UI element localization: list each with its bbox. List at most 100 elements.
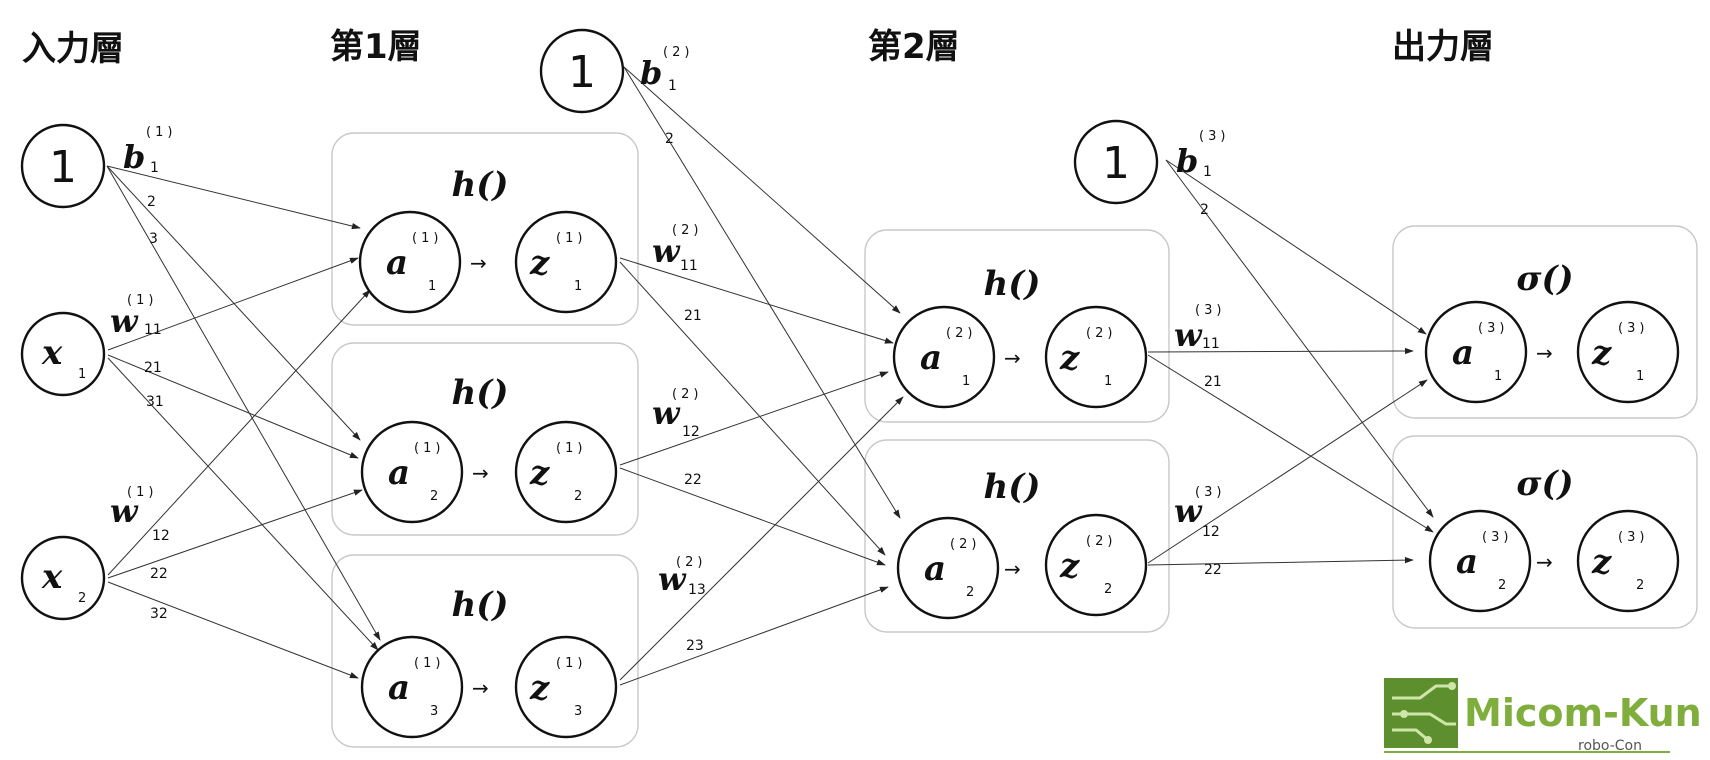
hidden2-inner-arrow-2: → — [1004, 557, 1021, 581]
weight-w2-13-superscript: (2) — [676, 555, 706, 570]
hidden2-a2-symbol: a — [924, 549, 946, 589]
bias-label-1-subscript: 1 — [150, 160, 159, 176]
edge-z1-a2 — [619, 261, 886, 556]
hidden1-z2-subscript: 2 — [574, 489, 582, 504]
weight-w2-13-symbol: w — [658, 560, 687, 598]
weight-w1-12-subscript: 12 — [152, 528, 170, 544]
edge-x2-a1 — [107, 289, 371, 576]
hidden1-inner-arrow-3: → — [472, 676, 489, 700]
output-a1-superscript: (3) — [1478, 321, 1508, 336]
weight-w2-11-symbol: w — [652, 232, 681, 270]
input-node-x1-circle — [20, 311, 106, 397]
hidden1-a3-subscript: 3 — [430, 704, 438, 719]
bias-label-2-subscript: 1 — [668, 78, 677, 94]
bias-label-3-subscript: 1 — [1203, 164, 1212, 180]
bias-node-3-label: 1 — [1102, 138, 1130, 189]
bias-label-2: b (2) 1 — [640, 45, 689, 94]
weight-w2-21-label: 21 — [684, 308, 702, 324]
hidden2-activation-2: h() — [984, 467, 1041, 507]
bias-node-layer2: 1 — [539, 28, 625, 114]
weight-label-w1-11: w (1) 11 — [110, 293, 162, 340]
edge-z21-o2 — [1147, 354, 1434, 533]
output-z1-symbol: z — [1591, 333, 1612, 373]
weight-label-w3-12: w (3) 12 — [1174, 485, 1225, 540]
weight-w3-11-subscript: 11 — [1202, 336, 1220, 352]
edge-z1-a1 — [619, 257, 894, 344]
edge-x1-a1 — [107, 257, 359, 351]
hidden1-z2-superscript: (1) — [556, 441, 586, 456]
weight-w3-22-label: 22 — [1204, 562, 1222, 578]
edges-layer3 — [1147, 159, 1434, 566]
weight-w3-12-superscript: (3) — [1195, 485, 1225, 500]
bias-node-2-circle — [539, 28, 625, 114]
hidden1-activation-1: h() — [452, 165, 509, 205]
bias-label-1: b (1) 1 — [123, 125, 176, 176]
edge-z2-a1 — [619, 371, 889, 466]
hidden2-a2-superscript: (2) — [950, 537, 980, 552]
output-a1-subscript: 1 — [1494, 369, 1502, 384]
edge-z22-o1 — [1147, 379, 1428, 564]
hidden1-z3-subscript: 3 — [574, 704, 582, 719]
input-x1-subscript: 1 — [78, 367, 86, 382]
input-x1-symbol: x — [41, 333, 63, 373]
output-inner-arrow-1: → — [1536, 341, 1553, 365]
hidden1-a2-subscript: 2 — [430, 489, 438, 504]
weight-w1-11-superscript: (1) — [127, 293, 157, 308]
bias2-edge-label-2: 2 — [665, 131, 674, 147]
bias-label-3-symbol: b — [1176, 142, 1198, 180]
weight-w3-11-symbol: w — [1174, 316, 1203, 354]
hidden1-z3-superscript: (1) — [556, 656, 586, 671]
hidden2-z2-circle — [1044, 513, 1148, 617]
weight-w1-21-label: 21 — [144, 360, 162, 376]
bias-node-layer1: 1 — [20, 123, 106, 209]
output-a2-subscript: 2 — [1498, 578, 1506, 593]
edge-x2-a3 — [107, 581, 359, 679]
edge-z3-a1 — [619, 396, 904, 681]
hidden1-z2-symbol: z — [529, 453, 550, 493]
bias-node-1-circle — [20, 123, 106, 209]
output-a1-circle — [1424, 300, 1528, 404]
weight-w1-31-label: 31 — [146, 394, 164, 410]
bias-label-2-symbol: b — [640, 54, 662, 92]
bias-label-3-superscript: (3) — [1199, 129, 1229, 144]
hidden1-activation-3: h() — [452, 585, 509, 625]
hidden2-activation-1: h() — [984, 264, 1041, 304]
hidden1-a3-superscript: (1) — [414, 656, 444, 671]
edge-z3-a2 — [619, 586, 889, 686]
output-z2-circle — [1576, 509, 1680, 613]
edge-z2-a2 — [619, 467, 886, 566]
weight-w2-23-label: 23 — [686, 638, 704, 654]
bias-label-1-superscript: (1) — [146, 125, 176, 140]
hidden1-z3-symbol: z — [529, 668, 550, 708]
hidden2-z1-superscript: (2) — [1086, 326, 1116, 341]
weight-w1-32-label: 32 — [150, 606, 168, 622]
hidden1-a2-symbol: a — [388, 453, 410, 493]
edges-layer1 — [106, 165, 381, 679]
hidden1-z1-circle — [514, 210, 618, 314]
hidden1-z1-symbol: z — [529, 243, 550, 283]
hidden1-unit-3: h() a (1) 3 → z (1) 3 — [360, 585, 618, 739]
hidden1-a2-superscript: (1) — [414, 441, 444, 456]
weight-w2-12-subscript: 12 — [682, 424, 700, 440]
logo-name: Micom-Kun — [1464, 691, 1702, 735]
weight-w3-21-label: 21 — [1204, 374, 1222, 390]
edge-b1-a3 — [106, 165, 381, 641]
output-unit-2: σ() a (3) 2 → z (3) 2 — [1428, 464, 1680, 613]
logo-tagline: robo-Con — [1578, 738, 1642, 754]
edge-z22-o2 — [1147, 557, 1414, 566]
weight-w3-11-superscript: (3) — [1195, 303, 1225, 318]
weight-w1-22-label: 22 — [150, 566, 168, 582]
edges-layer2 — [619, 66, 904, 686]
hidden2-a1-symbol: a — [920, 338, 942, 378]
edge-b3-o2 — [1165, 159, 1434, 518]
edge-b2-a1 — [623, 66, 901, 314]
hidden1-inner-arrow-1: → — [470, 251, 487, 275]
hidden1-a1-superscript: (1) — [412, 231, 442, 246]
hidden1-a3-symbol: a — [388, 668, 410, 708]
hidden1-a3-circle — [360, 635, 464, 739]
output-z2-superscript: (3) — [1618, 530, 1648, 545]
hidden1-z1-superscript: (1) — [556, 231, 586, 246]
bias3-edge-label-2: 2 — [1200, 202, 1209, 218]
output-z2-subscript: 2 — [1636, 578, 1644, 593]
